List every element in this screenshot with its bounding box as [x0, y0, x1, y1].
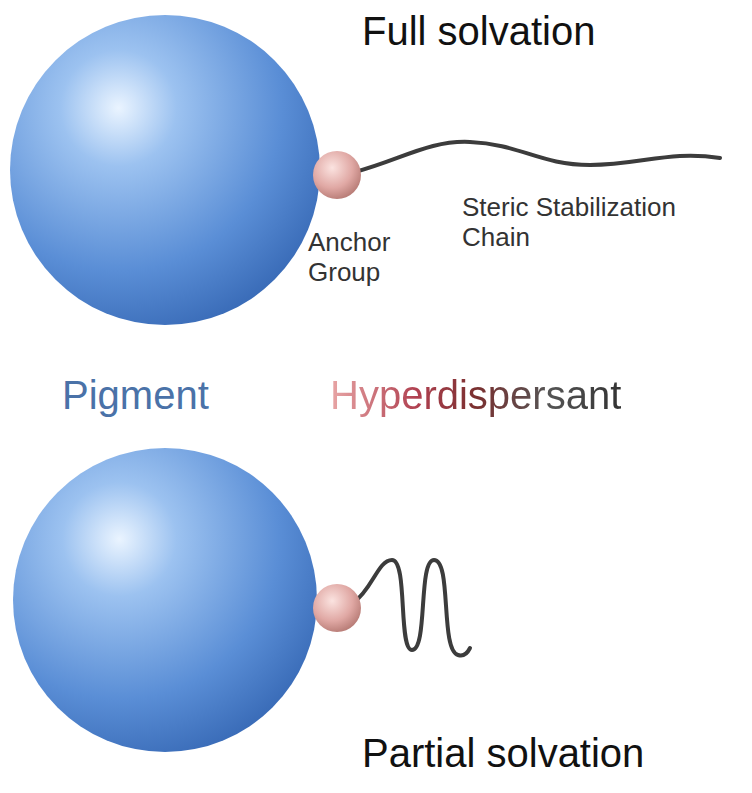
title-label: Full solvation [362, 8, 742, 54]
steric-chain [355, 142, 720, 172]
part-label: Hyperdispersant [330, 372, 740, 418]
label-text: Hyperdispersant [330, 373, 621, 417]
label-text: Partial solvation [362, 731, 644, 775]
label-text: Pigment [62, 373, 209, 417]
label-text: Steric Stabilization Chain [462, 192, 676, 252]
anchor-group [313, 151, 361, 199]
label-text: Full solvation [362, 9, 595, 53]
anchor-group [313, 584, 361, 632]
title-label: Partial solvation [362, 730, 742, 776]
pigment-sphere [10, 15, 320, 325]
steric-chain [354, 560, 470, 655]
part-label: Pigment [62, 372, 302, 418]
pigment-sphere [13, 448, 317, 752]
part-label: Steric Stabilization Chain [462, 193, 748, 253]
part-label: Anchor Group [308, 228, 433, 288]
label-text: Anchor Group [308, 227, 390, 287]
